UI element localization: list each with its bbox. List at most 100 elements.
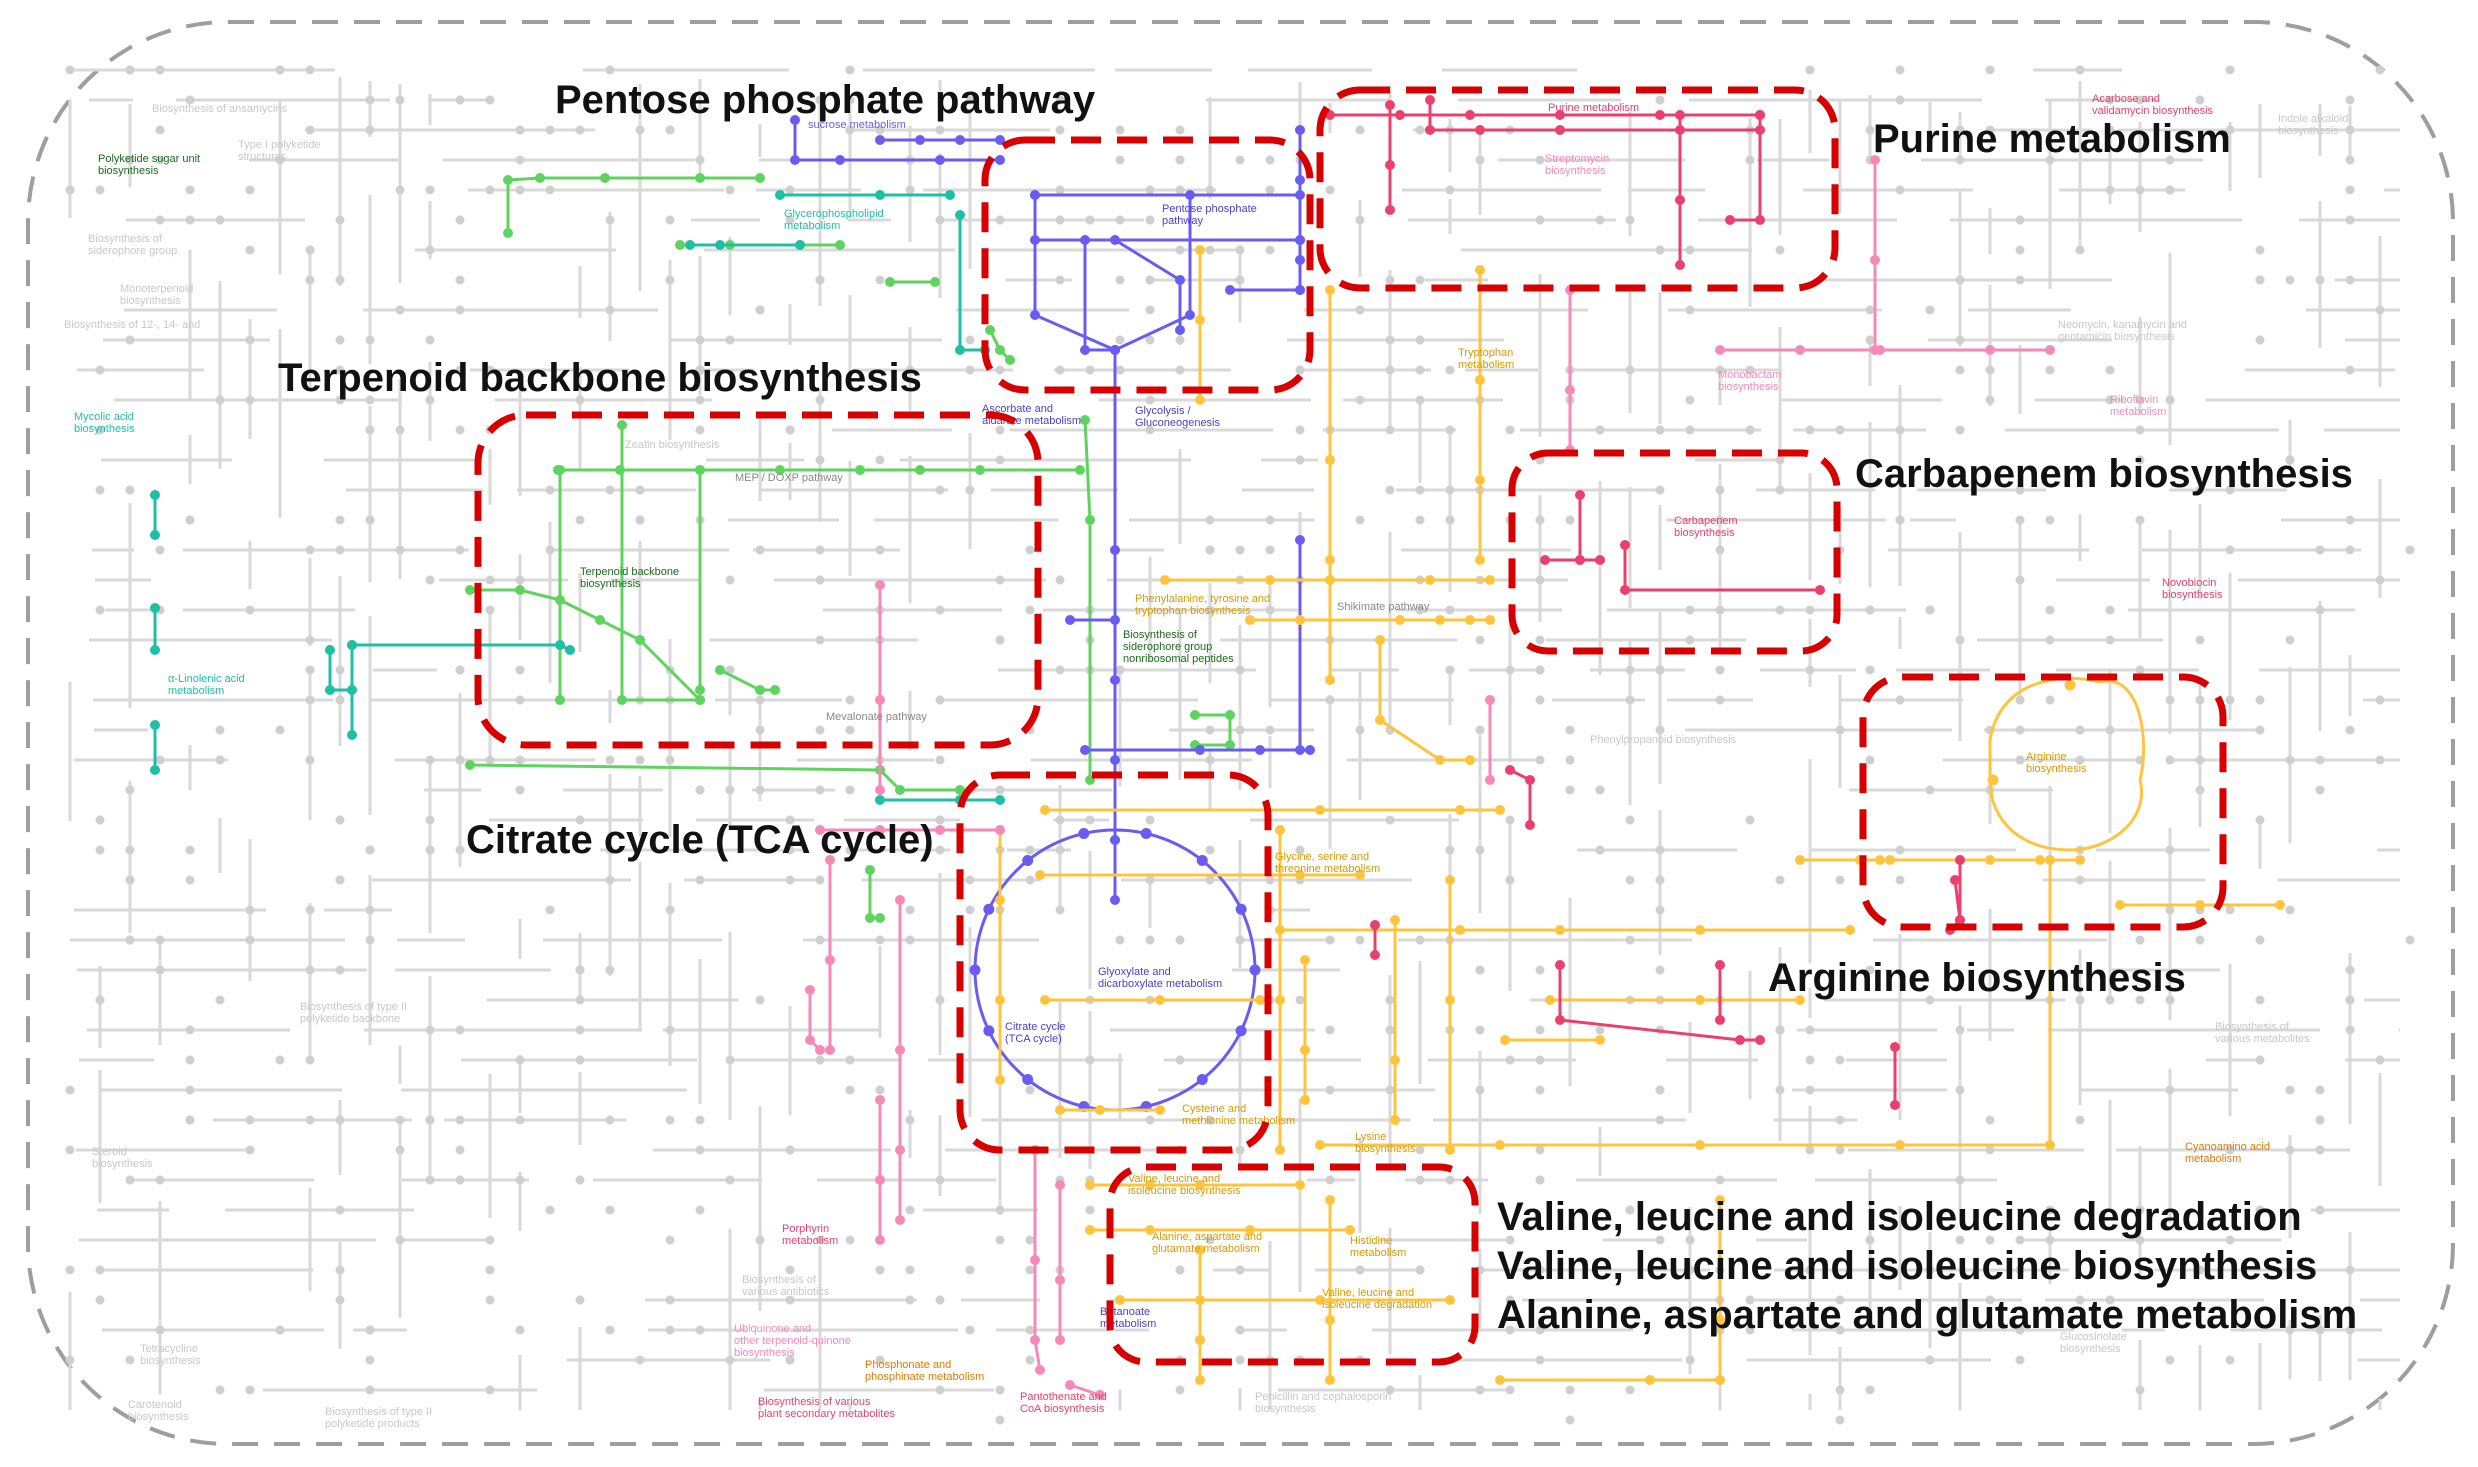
bg-node (395, 305, 405, 315)
bg-node (845, 785, 855, 795)
metabolite-node (1055, 1105, 1065, 1115)
bg-node (1145, 305, 1155, 315)
bg-node (545, 125, 555, 135)
bg-node (2225, 545, 2235, 555)
metabolite-node (1275, 925, 1285, 935)
bg-node (2165, 185, 2175, 195)
bg-node (1235, 725, 1245, 735)
bg-node (1325, 1025, 1335, 1035)
bg-node (95, 815, 105, 825)
bg-node (1835, 1055, 1845, 1065)
pathway-edge (1378, 640, 1470, 762)
bg-node (1175, 1265, 1185, 1275)
metabolite-node (835, 240, 845, 250)
bg-node (485, 575, 495, 585)
bg-node (2285, 455, 2295, 465)
metabolite-node (2115, 900, 2125, 910)
bg-node (1565, 515, 1575, 525)
metabolite-node (1080, 345, 1090, 355)
metabolite-node (1140, 828, 1152, 840)
bg-node (1535, 155, 1545, 165)
bg-node (815, 275, 825, 285)
metabolite-node (1845, 925, 1855, 935)
bg-node (1685, 1235, 1695, 1245)
bg-node (905, 935, 915, 945)
callouts: Pentose phosphate pathway Purine metabol… (278, 78, 2357, 1337)
bg-node (2105, 995, 2115, 1005)
label-mep-doxp: MEP / DOXP pathway (735, 472, 843, 484)
bg-node (2135, 1385, 2145, 1395)
bg-node (995, 425, 1005, 435)
bg-node (1115, 335, 1125, 345)
pathway-edge (470, 588, 702, 702)
bg-node (515, 155, 525, 165)
bg-node (1085, 1055, 1095, 1065)
bg-node (425, 1025, 435, 1035)
bg-node (1505, 1325, 1515, 1335)
bg-node (395, 545, 405, 555)
bg-node (215, 215, 225, 225)
bg-node (1085, 215, 1095, 225)
bg-node (1895, 845, 1905, 855)
bg-node (1205, 1115, 1215, 1125)
bg-node (905, 365, 915, 375)
bg-node (365, 515, 375, 525)
metabolite-node (1295, 1180, 1305, 1190)
bg-node (635, 1355, 645, 1365)
metabolite-node (1295, 285, 1305, 295)
metabolite-node (1196, 1073, 1208, 1085)
bg-node (365, 905, 375, 915)
bg-node (995, 1385, 1005, 1395)
bg-node (1445, 365, 1455, 375)
metabolite-node (775, 190, 785, 200)
metabolite-node (1815, 585, 1825, 595)
bg-node (2225, 1235, 2235, 1245)
bg-node (725, 1055, 735, 1065)
bg-node (2315, 275, 2325, 285)
metabolite-node (1595, 555, 1605, 565)
bg-node (2375, 575, 2385, 585)
bg-node (755, 995, 765, 1005)
bg-node (245, 185, 255, 195)
bg-node (965, 1265, 975, 1275)
bg-node (2165, 995, 2175, 1005)
metabolite-node (1235, 1025, 1247, 1037)
bg-node (695, 425, 705, 435)
bg-node (605, 215, 615, 225)
metabolite-node (1195, 1335, 1205, 1345)
bg-node (1205, 725, 1215, 735)
faded-label-biosynthesis-12-14: Biosynthesis of 12-, 14- and (64, 319, 200, 331)
bg-node (485, 1295, 495, 1305)
bg-node (1415, 365, 1425, 375)
metabolite-node (1195, 745, 1205, 755)
metabolite-node (975, 465, 985, 475)
bg-node (785, 1265, 795, 1275)
bg-node (305, 905, 315, 915)
bg-node (575, 1055, 585, 1065)
bg-node (785, 1145, 795, 1155)
bg-node (1385, 1085, 1395, 1095)
callout-alanine: Alanine, aspartate and glutamate metabol… (1497, 1293, 2357, 1337)
metabolite-node (695, 685, 705, 695)
bg-node (335, 1265, 345, 1275)
bg-node (65, 65, 75, 75)
bg-node (1745, 155, 1755, 165)
bg-node (1025, 1325, 1035, 1335)
bg-node (2255, 995, 2265, 1005)
bg-node (2405, 935, 2415, 945)
metabolite-node (1295, 175, 1305, 185)
bg-node (455, 1175, 465, 1185)
bg-node (545, 485, 555, 495)
bg-node (1745, 365, 1755, 375)
metabolite-node (1030, 1255, 1040, 1265)
metabolite-node (535, 173, 545, 183)
metabolite-node (895, 785, 905, 795)
bg-node (2225, 125, 2235, 135)
bg-node (1295, 425, 1305, 435)
faded-label-ansamycins: Biosynthesis of ansamycins (152, 103, 288, 115)
callout-terpenoid: Terpenoid backbone biosynthesis (278, 356, 922, 400)
bg-node (335, 335, 345, 345)
bg-node (1565, 1385, 1575, 1395)
bg-node (95, 1265, 105, 1275)
